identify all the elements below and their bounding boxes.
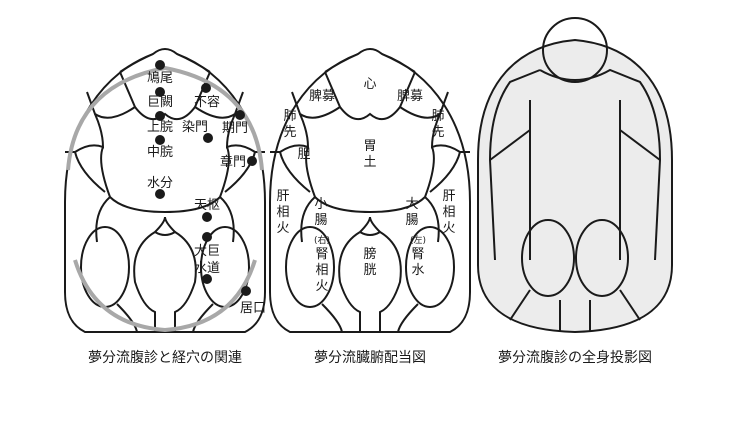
point-zhongwan: 中脘: [147, 145, 173, 160]
head: [542, 17, 608, 83]
region-spleen-right: 脾募: [397, 89, 423, 104]
panel-organ-map: 心 脾募 脾募 肺 先 肺 先 胆 胃 土 肝 相 火 肝 相 火 小 腸 大 …: [269, 48, 471, 366]
point-ranmen: 染門: [182, 120, 208, 135]
point-shangwan: 上脘: [147, 120, 173, 135]
region-spleen-left: 脾募: [309, 89, 335, 104]
region-stomach-1: 胃: [363, 139, 376, 154]
region-small-intestine-2: 腸: [314, 213, 327, 228]
shoulders-arms: [488, 68, 662, 261]
caption-organ-map: 夢分流臓腑配当図: [314, 350, 426, 366]
point-burong: 不容: [194, 94, 220, 110]
region-bladder-2: 胱: [363, 263, 376, 278]
region-liver-left-1: 肝: [276, 189, 289, 204]
torso-lines: [489, 100, 661, 260]
panel-body-projection: 夢分流腹診の全身投影図: [477, 17, 673, 366]
region-heart: 心: [363, 77, 376, 92]
point-daju: 大巨: [194, 244, 220, 259]
region-large-intestine-1: 大: [405, 197, 418, 212]
region-stomach-2: 土: [363, 155, 376, 170]
region-small-intestine-1: 小: [314, 197, 327, 212]
region-gallbladder: 胆: [297, 147, 310, 162]
point-jukou: 居口: [240, 301, 266, 316]
point-shuifen: 水分: [147, 176, 173, 191]
region-kidney-right-3: 火: [315, 279, 328, 294]
upper-arc: [66, 65, 264, 171]
region-liver-right-1: 肝: [442, 189, 455, 204]
region-liver-left-2: 相: [276, 205, 289, 220]
region-lung-right-1: 肺: [431, 109, 444, 124]
region-kidney-left-1: 腎: [411, 247, 424, 262]
caption-acupoints: 夢分流腹診と経穴の関連: [88, 349, 242, 366]
point-qimen: 期門: [222, 121, 248, 136]
region-kidney-left-2: 水: [411, 263, 424, 278]
region-liver-right-2: 相: [442, 205, 455, 220]
region-liver-right-3: 火: [442, 221, 455, 236]
region-lung-left-1: 肺: [283, 109, 296, 124]
region-kidney-left-tag: (左): [410, 234, 426, 246]
left-knee: [521, 219, 575, 297]
point-juque: 巨闕: [147, 95, 173, 110]
acupoint-dots: [155, 60, 257, 296]
point-jiuwei: 鳩尾: [147, 71, 173, 86]
region-kidney-right-2: 相: [315, 263, 328, 278]
panel-acupoints: 鳩尾 巨闕 上脘 中脘 水分 不容 染門 期門 章門 天枢 大巨 水道 居口 夢…: [64, 48, 266, 366]
region-lung-right-2: 先: [431, 125, 444, 140]
right-knee: [575, 219, 629, 297]
region-liver-left-3: 火: [276, 221, 289, 236]
point-shuidao: 水道: [194, 261, 220, 276]
region-large-intestine-2: 腸: [405, 213, 418, 228]
point-tianshu: 天枢: [194, 198, 220, 213]
region-kidney-right-1: 腎: [315, 247, 328, 262]
point-zhangmen: 章門: [220, 154, 246, 170]
lower-arc: [73, 259, 257, 333]
region-kidney-right-tag: (右): [314, 234, 330, 246]
region-bladder-1: 膀: [363, 246, 376, 262]
body-outline: [477, 38, 673, 334]
caption-body-projection: 夢分流腹診の全身投影図: [498, 349, 652, 366]
region-lung-left-2: 先: [283, 125, 296, 140]
legs: [509, 289, 641, 332]
